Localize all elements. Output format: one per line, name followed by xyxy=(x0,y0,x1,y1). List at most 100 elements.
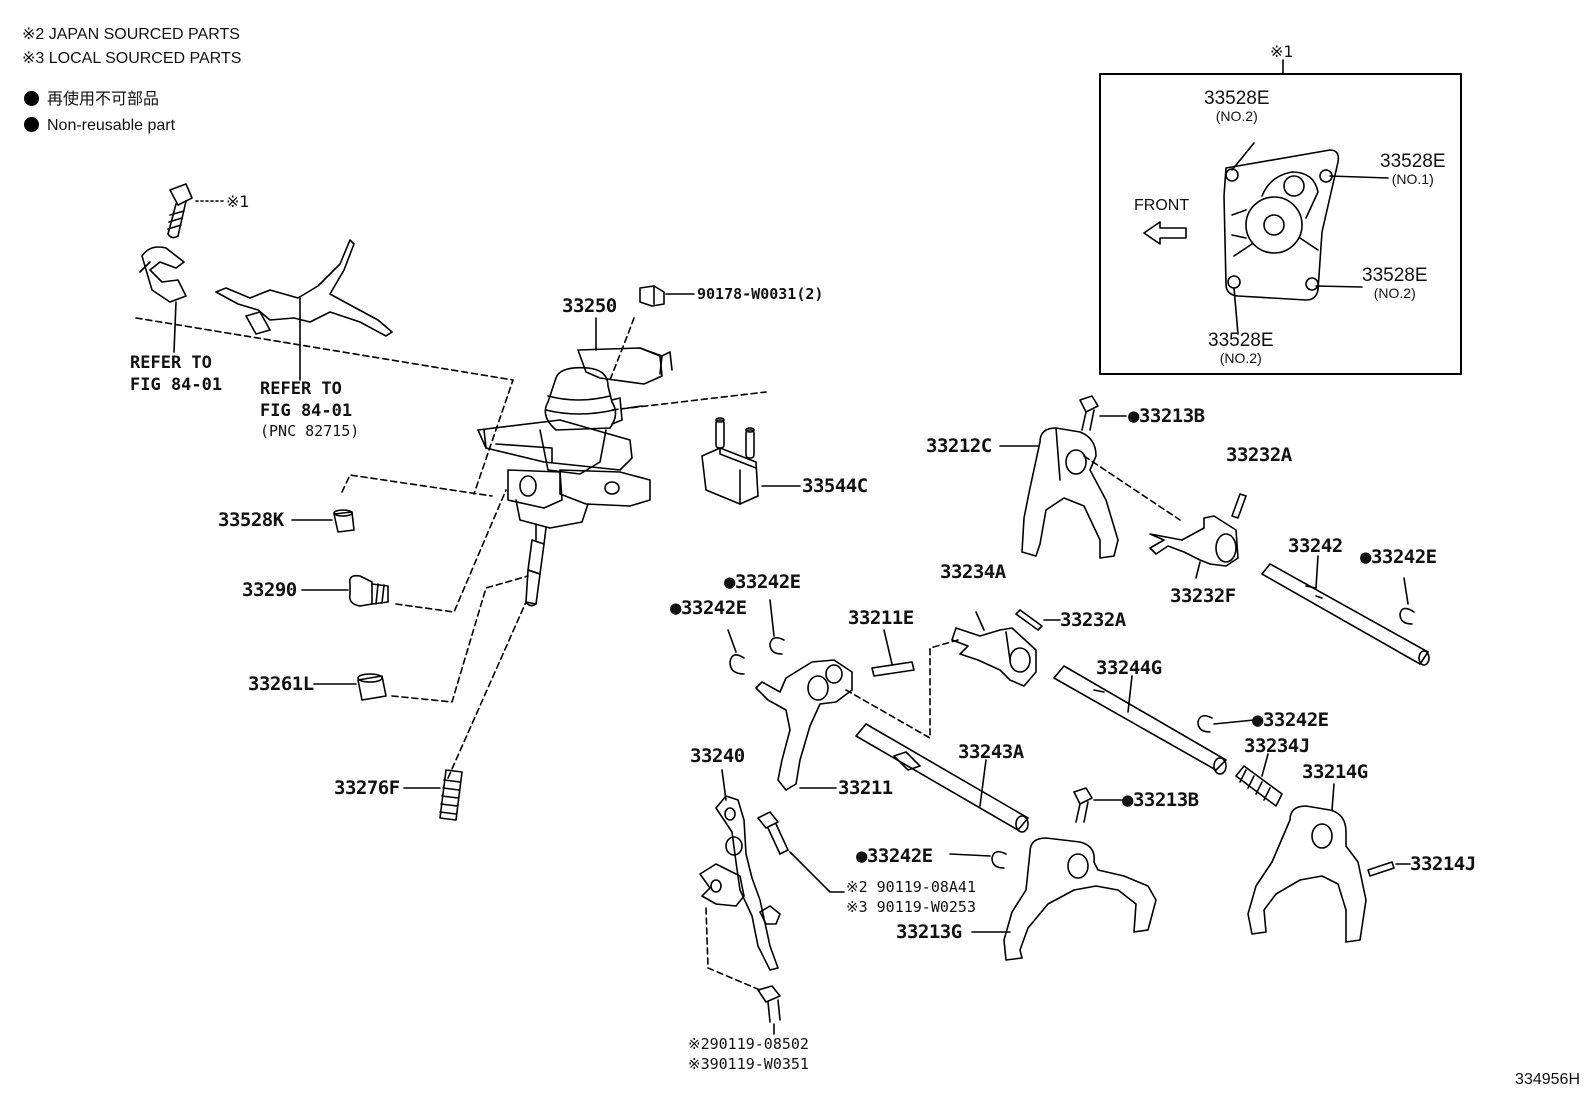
inset-mark: ※1 xyxy=(1270,42,1294,61)
bush-33261L xyxy=(358,674,386,700)
label-33240: 33240 xyxy=(690,745,745,767)
damper-33544C xyxy=(702,418,758,504)
label-bolt-a-jp: ※2 90119-08A41 xyxy=(846,878,976,896)
label-33243A: 33243A xyxy=(958,741,1024,763)
inset-label-right-bottom: 33528E (NO.2) xyxy=(1362,266,1428,301)
inset-label-bottom-num: 33528E xyxy=(1208,330,1274,351)
inset-label-bottom: 33528E (NO.2) xyxy=(1208,331,1274,366)
plug-33290 xyxy=(350,576,388,606)
label-33234A: 33234A xyxy=(940,561,1006,583)
refer-note-1: REFER TO FIG 84-01 xyxy=(130,352,222,396)
dot-icon xyxy=(24,91,39,106)
legend-nonreusable-en: Non-reusable part xyxy=(24,117,175,134)
bolt-mark: ※1 xyxy=(226,192,250,211)
inset-label-top-left-sub: (NO.2) xyxy=(1215,107,1258,124)
legend-japan: ※2 JAPAN SOURCED PARTS xyxy=(22,26,240,43)
label-33276F: 33276F xyxy=(334,777,400,799)
spring-33276F xyxy=(440,770,462,820)
e-ring-33242E-right xyxy=(1400,608,1414,624)
spring-33234J xyxy=(1236,766,1282,806)
refer-note-1-line2: FIG 84-01 xyxy=(130,375,223,396)
refer-note-1-line1: REFER TO xyxy=(130,353,212,373)
legend-nonreusable-jp-text: 再使用不可部品 xyxy=(47,91,160,108)
cable-bracket-refer xyxy=(216,240,392,336)
label-33214G: 33214G xyxy=(1302,761,1368,783)
pin-33211E xyxy=(872,662,914,676)
inset-label-right-bottom-sub: (NO.2) xyxy=(1373,284,1416,301)
e-ring-33242E-b xyxy=(770,638,784,654)
legend-nonreusable-jp: 再使用不可部品 xyxy=(24,91,159,108)
label-33244G: 33244G xyxy=(1096,657,1162,679)
refer-note-2-line1: REFER TO xyxy=(260,379,342,399)
label-33242: 33242 xyxy=(1288,535,1343,557)
inset-front-label: FRONT xyxy=(1134,197,1190,214)
label-33234J: 33234J xyxy=(1244,735,1310,757)
lever-33240 xyxy=(700,796,780,970)
label-bolt-a-local: ※3 90119-W0253 xyxy=(846,898,976,916)
label-33214J: 33214J xyxy=(1410,853,1476,875)
front-arrow xyxy=(1144,222,1186,244)
dot-icon xyxy=(24,117,39,132)
figure-number: 334956H xyxy=(1515,1071,1580,1088)
label-33211E: 33211E xyxy=(848,607,914,629)
bolt-33213B-low xyxy=(1074,788,1092,822)
label-33213B-low: ●33213B xyxy=(1122,789,1199,811)
label-bolt-b-local: ※390119-W0351 xyxy=(688,1055,809,1073)
label-33290: 33290 xyxy=(242,579,297,601)
label-33232F: 33232F xyxy=(1170,585,1236,607)
e-ring-33242E-mid xyxy=(1198,716,1212,732)
label-33213B-top: ●33213B xyxy=(1128,405,1205,427)
label-33232A-top: 33232A xyxy=(1226,444,1292,466)
pin-33232A-mid xyxy=(1016,610,1042,630)
refer-note-2: REFER TO FIG 84-01 (PNC 82715) xyxy=(260,378,359,442)
label-bolt-b-jp: ※290119-08502 xyxy=(688,1035,809,1053)
fork-33211 xyxy=(756,660,852,790)
label-33211: 33211 xyxy=(838,777,893,799)
bolt-33213B-top xyxy=(1080,396,1098,430)
inset-label-right-top-sub: (NO.1) xyxy=(1391,170,1434,187)
pin-33214J xyxy=(1368,862,1394,876)
label-33213G: 33213G xyxy=(896,921,962,943)
lever-33232F xyxy=(1150,516,1238,566)
label-33242E-low: ●33242E xyxy=(856,845,933,867)
shift-head-33234A xyxy=(952,628,1036,686)
label-33528K: 33528K xyxy=(218,509,284,531)
label-33242E-right: ●33242E xyxy=(1360,546,1437,568)
inset-label-right-bottom-num: 33528E xyxy=(1362,265,1428,286)
label-33242E-b: ●33242E xyxy=(724,571,801,593)
inset-label-top-left: 33528E (NO.2) xyxy=(1204,89,1270,124)
label-33232A-mid: 33232A xyxy=(1060,609,1126,631)
label-33212C: 33212C xyxy=(926,435,992,457)
legend-local: ※3 LOCAL SOURCED PARTS xyxy=(22,50,242,67)
e-ring-33242E-low xyxy=(992,852,1006,868)
bolt-90119-a xyxy=(758,812,788,854)
inset-label-right-top: 33528E (NO.1) xyxy=(1380,152,1446,187)
e-ring-33242E-a xyxy=(730,655,744,674)
inset-frame xyxy=(1100,74,1461,374)
fork-33213G xyxy=(1004,838,1156,960)
fork-33214G xyxy=(1248,806,1366,942)
fork-33212C xyxy=(1022,428,1118,558)
shaft-33243A xyxy=(856,724,1028,832)
label-33242E-a: ●33242E xyxy=(670,597,747,619)
label-33261L: 33261L xyxy=(248,673,314,695)
bush-33528K xyxy=(334,510,354,532)
bracket-refer xyxy=(140,247,186,302)
label-90178: 90178-W0031(2) xyxy=(697,285,824,303)
refer-note-2-line2: FIG 84-01 xyxy=(260,401,353,422)
nut-90178 xyxy=(640,286,664,306)
label-33544C: 33544C xyxy=(802,475,868,497)
shaft-33244G xyxy=(1054,666,1226,774)
inset-label-top-left-num: 33528E xyxy=(1204,88,1270,109)
inset-cover-plate xyxy=(1224,150,1338,300)
bolt-90119-b xyxy=(758,986,780,1022)
label-33250: 33250 xyxy=(562,295,617,317)
label-33242E-mid: ●33242E xyxy=(1252,709,1329,731)
refer-note-2-line3: (PNC 82715) xyxy=(260,422,360,441)
inset-label-right-top-num: 33528E xyxy=(1380,151,1446,172)
flange-bolt-top xyxy=(168,184,192,238)
legend-nonreusable-en-text: Non-reusable part xyxy=(47,117,176,134)
pin-33232A-top xyxy=(1232,494,1246,518)
inset-label-bottom-sub: (NO.2) xyxy=(1219,349,1262,366)
